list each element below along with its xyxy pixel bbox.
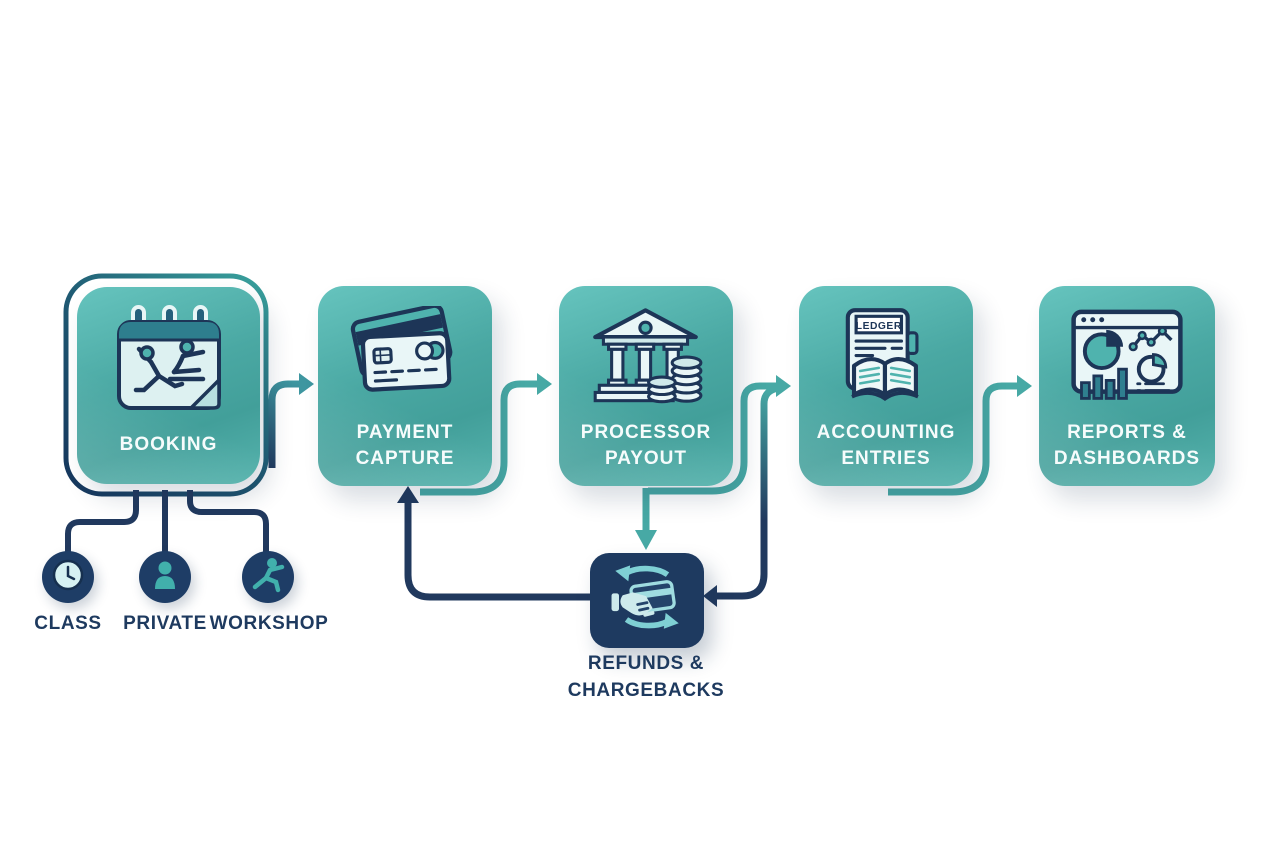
arrow-accounting-to-refunds — [703, 384, 780, 607]
ledger-book-icon: LEDGER — [829, 306, 943, 404]
node-reports-dashboards: REPORTS &DASHBOARDS — [1039, 286, 1215, 486]
person-icon — [145, 555, 185, 600]
clock-icon — [48, 555, 88, 600]
booking-type-connectors — [65, 490, 269, 552]
arrow-payment-to-processor — [420, 373, 552, 496]
svg-text:LEDGER: LEDGER — [856, 321, 902, 332]
refund-card-icon — [599, 556, 695, 645]
credit-cards-icon — [347, 306, 463, 398]
arrow-processor-to-refunds — [635, 488, 657, 550]
label-class: CLASS — [34, 613, 102, 634]
arrow-refunds-to-payment — [397, 486, 590, 601]
calendar-yoga-icon — [109, 303, 229, 415]
bank-coins-icon — [587, 306, 705, 404]
arrow-booking-to-payment — [268, 373, 314, 468]
label-workshop: WORKSHOP — [209, 613, 329, 634]
node-refunds-chargebacks — [590, 553, 704, 648]
arrow-processor-to-accounting — [648, 375, 791, 495]
dashboard-charts-icon — [1068, 306, 1186, 402]
refunds-label: REFUNDS & CHARGEBACKS — [567, 653, 725, 701]
label-private: PRIVATE — [123, 613, 207, 634]
booking-type-workshop — [242, 551, 294, 603]
booking-type-private — [139, 551, 191, 603]
yoga-pose-icon — [248, 555, 288, 600]
node-booking: BOOKING — [77, 287, 260, 484]
node-label: BOOKING — [119, 434, 218, 455]
booking-type-class — [42, 551, 94, 603]
arrow-accounting-to-reports — [888, 375, 1032, 496]
node-label: REPORTS &DASHBOARDS — [1053, 422, 1201, 469]
